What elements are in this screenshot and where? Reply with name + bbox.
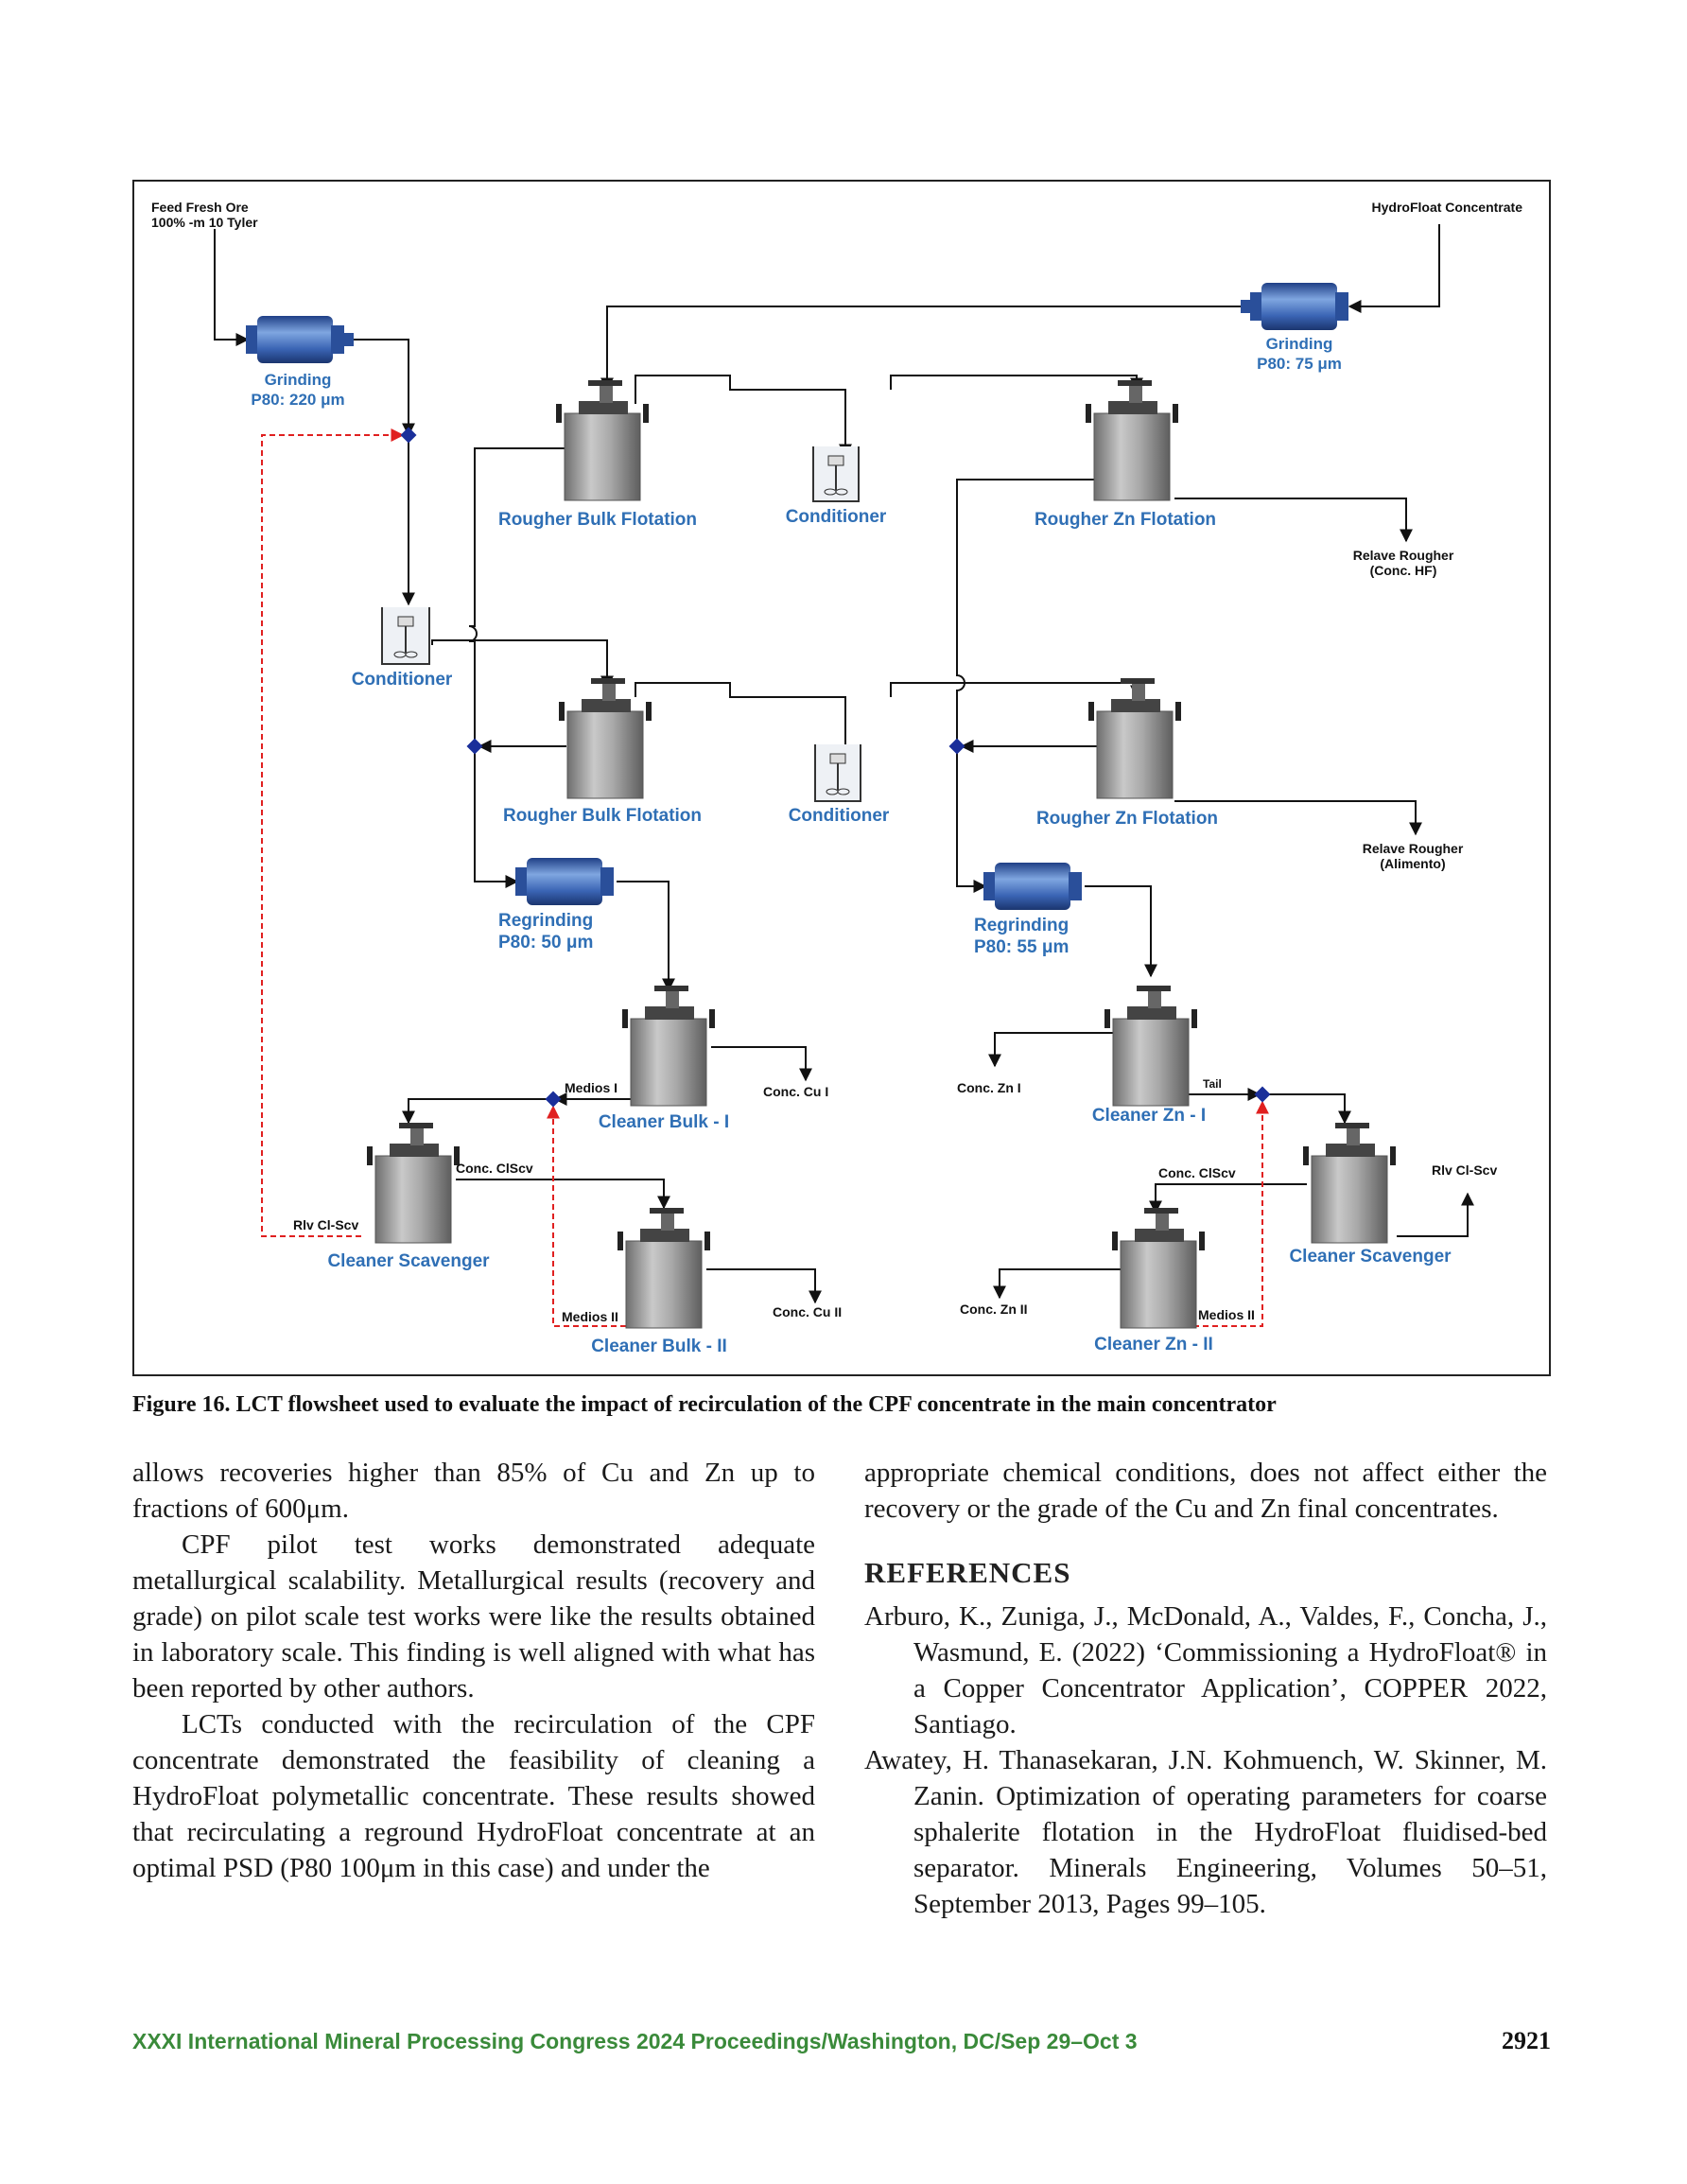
grinding-mill-2 <box>1241 283 1348 330</box>
label-conditioner-3: Conditioner <box>789 806 890 826</box>
cell-cleaner-bulk-1 <box>622 986 715 1107</box>
label-regrinding-2: Regrinding <box>974 916 1069 935</box>
label-rlv-clscv-left: Rlv Cl-Scv <box>293 1217 358 1232</box>
label-conc-cu-i: Conc. Cu I <box>763 1084 828 1099</box>
footer-conference: XXXI International Mineral Processing Co… <box>132 2029 1138 2053</box>
label-grinding-2: Grinding <box>1266 335 1333 353</box>
label-grinding-1: Grinding <box>265 371 332 389</box>
label-tail: Tail <box>1203 1077 1222 1091</box>
label-relave-rougher-al-sub: (Alimento) <box>1380 856 1445 871</box>
conditioner-tank-1 <box>812 446 860 502</box>
label-medios-ii-left: Medios II <box>562 1309 618 1324</box>
cell-rougher-bulk-2 <box>559 678 652 799</box>
label-regrinding-1-p80: P80: 50 μm <box>498 933 593 952</box>
paragraph-3: LCTs conducted with the recirculation of… <box>132 1709 815 1883</box>
paragraph-2: CPF pilot test works demonstrated adequa… <box>132 1529 815 1704</box>
label-feed-line2: 100% -m 10 Tyler <box>151 215 258 230</box>
label-rougher-bulk-1: Rougher Bulk Flotation <box>498 510 697 530</box>
cell-cleaner-scavenger-right <box>1303 1123 1396 1244</box>
paragraph-continuation: appropriate chemical conditions, does no… <box>864 1458 1547 1524</box>
label-relave-rougher-hf-sub: (Conc. HF) <box>1370 563 1437 578</box>
figure-flowsheet: Feed Fresh Ore 100% -m 10 Tyler HydroFlo… <box>132 180 1551 1376</box>
label-rougher-zn-1: Rougher Zn Flotation <box>1035 510 1216 530</box>
label-regrinding-2-p80: P80: 55 μm <box>974 937 1069 957</box>
regrinding-mill-1 <box>515 858 614 905</box>
cell-rougher-zn-2 <box>1088 678 1181 799</box>
flowsheet-diagram: Feed Fresh Ore 100% -m 10 Tyler HydroFlo… <box>151 200 1523 1356</box>
label-rlv-clscv-right: Rlv Cl-Scv <box>1432 1162 1497 1178</box>
page-number: 2921 <box>1502 2027 1551 2054</box>
label-conc-clscv-right: Conc. ClScv <box>1158 1165 1236 1180</box>
label-hf-concentrate: HydroFloat Concentrate <box>1372 200 1523 215</box>
label-cleaner-zn-ii: Cleaner Zn - II <box>1094 1335 1213 1354</box>
label-grinding-2-p80: P80: 75 μm <box>1257 355 1342 373</box>
label-medios-ii-right: Medios II <box>1198 1307 1255 1322</box>
recycle-lines <box>261 428 1269 1327</box>
grinding-mill-1 <box>246 316 354 363</box>
label-regrinding-1: Regrinding <box>498 911 593 931</box>
label-conditioner-1: Conditioner <box>786 507 887 527</box>
label-rougher-zn-2: Rougher Zn Flotation <box>1036 809 1218 829</box>
body-column-left: allows recoveries higher than 85% of Cu … <box>132 1455 815 1886</box>
body-column-right: appropriate chemical conditions, does no… <box>864 1455 1547 1922</box>
cell-cleaner-zn-1 <box>1104 986 1197 1107</box>
label-cleaner-scavenger-right: Cleaner Scavenger <box>1289 1247 1452 1267</box>
conditioner-tank-3 <box>814 744 861 802</box>
cell-cleaner-scavenger-left <box>367 1123 460 1244</box>
label-medios-i: Medios I <box>565 1080 617 1095</box>
label-feed-line1: Feed Fresh Ore <box>151 200 249 215</box>
label-conc-zn-i: Conc. Zn I <box>957 1080 1021 1095</box>
reference-item: Awatey, H. Thanasekaran, J.N. Kohmuench,… <box>864 1745 1547 1919</box>
label-rougher-bulk-2: Rougher Bulk Flotation <box>503 806 702 826</box>
label-relave-rougher-al: Relave Rougher <box>1363 841 1464 856</box>
label-conditioner-2: Conditioner <box>352 670 453 690</box>
cell-cleaner-zn-2 <box>1112 1208 1205 1329</box>
label-conc-zn-ii: Conc. Zn II <box>960 1302 1028 1317</box>
label-cleaner-zn-i: Cleaner Zn - I <box>1092 1106 1206 1126</box>
flow-lines <box>214 224 1474 1304</box>
label-cleaner-bulk-i: Cleaner Bulk - I <box>599 1112 729 1132</box>
references-heading: REFERENCES <box>864 1556 1071 1589</box>
paragraph-1: allows recoveries higher than 85% of Cu … <box>132 1458 815 1524</box>
cell-rougher-bulk-1 <box>556 380 649 501</box>
label-cleaner-scavenger-left: Cleaner Scavenger <box>327 1251 490 1271</box>
label-conc-cu-ii: Conc. Cu II <box>773 1304 842 1319</box>
label-conc-clscv-left: Conc. ClScv <box>456 1161 533 1176</box>
regrinding-mill-2 <box>983 863 1082 910</box>
cell-rougher-zn-1 <box>1086 380 1178 501</box>
cell-cleaner-bulk-2 <box>617 1208 710 1329</box>
reference-item: Arburo, K., Zuniga, J., McDonald, A., Va… <box>864 1601 1547 1739</box>
label-grinding-1-p80: P80: 220 μm <box>251 391 344 409</box>
conditioner-tank-2 <box>381 607 430 665</box>
figure-caption: Figure 16. LCT flowsheet used to evaluat… <box>132 1392 1277 1417</box>
label-cleaner-bulk-ii: Cleaner Bulk - II <box>591 1337 727 1356</box>
label-relave-rougher-hf: Relave Rougher <box>1353 548 1454 563</box>
